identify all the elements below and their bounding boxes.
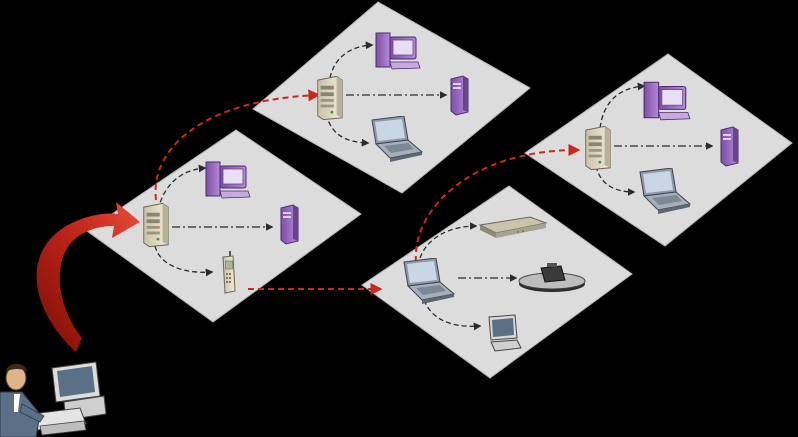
server-icon [317,76,343,120]
workstation-icon [643,81,691,121]
tower-icon [280,204,299,245]
arrow-top-to-workstation [329,41,374,79]
arrow-left-to-workstation [157,164,207,211]
big-red-arrow [36,202,141,352]
user-at-computer-icon [0,361,107,437]
red-arrow-bottom-to-right [414,144,581,263]
network-plane-left [86,129,362,323]
arrow-right-to-workstation [599,82,646,129]
workstation-icon [375,32,421,70]
red-arrow-left-to-top [154,89,321,201]
network-plane-top [252,1,531,194]
tower-icon [450,75,469,116]
workstation-icon [205,161,251,199]
server-icon [143,203,169,247]
arrow-bottom-to-monitor [423,299,482,331]
arrow-bottom-to-router [419,222,478,259]
server-icon [585,126,611,170]
arrow-top-to-laptop [325,113,370,147]
arrow-left-to-phone [154,245,214,277]
network-plane-bottom [361,185,633,379]
mobile-phone-icon [222,250,236,294]
arrow-right-to-laptop [595,165,636,196]
tower-icon [720,126,739,167]
network-plane-right [524,53,793,247]
